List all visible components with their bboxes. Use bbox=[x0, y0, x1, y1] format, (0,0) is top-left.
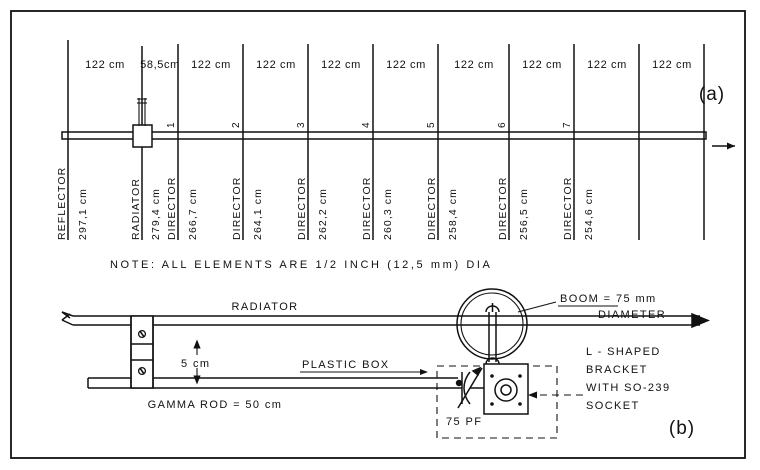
gap-label: 5 cm bbox=[181, 358, 210, 370]
spacing-label-8: 122 cm bbox=[587, 59, 627, 71]
boom-bar bbox=[61, 131, 707, 140]
element-length-director-6: 256,5 cm bbox=[518, 188, 530, 240]
element-length-director-1: 266,7 cm bbox=[187, 188, 199, 240]
bracket-label-line4: SOCKET bbox=[586, 400, 640, 412]
element-role-director-4: DIRECTOR bbox=[361, 177, 373, 240]
clamp-bolt-lower bbox=[137, 366, 147, 376]
panel-a: 122 cm 58,5cm 122 cm 122 cm 122 cm 122 c… bbox=[56, 40, 735, 240]
element-role-director-5: DIRECTOR bbox=[426, 177, 438, 240]
spacing-label-7: 122 cm bbox=[522, 59, 562, 71]
plastic-box-label: PLASTIC BOX bbox=[302, 359, 390, 371]
gap-dimension bbox=[193, 339, 201, 385]
element-length-director-4: 260,3 cm bbox=[382, 188, 394, 240]
element-length-director-5: 258,4 cm bbox=[447, 188, 459, 240]
element-length-reflector: 297,1 cm bbox=[77, 188, 89, 240]
director-number-4: 4 bbox=[361, 122, 372, 128]
element-rods bbox=[67, 40, 705, 240]
boom-cross-section bbox=[456, 288, 528, 360]
boom-direction-arrow bbox=[712, 142, 735, 150]
radiator-label: RADIATOR bbox=[231, 301, 298, 313]
l-bracket-stem bbox=[485, 303, 500, 362]
element-role-director-1: DIRECTOR bbox=[166, 177, 178, 240]
spacing-label-5: 122 cm bbox=[386, 59, 426, 71]
panel-a-id: (a) bbox=[699, 84, 725, 105]
gamma-clamps bbox=[130, 315, 154, 389]
gamma-rod-label: GAMMA ROD = 50 cm bbox=[148, 399, 283, 411]
director-number-5: 5 bbox=[426, 122, 437, 128]
spacing-label-3: 122 cm bbox=[256, 59, 296, 71]
element-length-director-2: 264,1 cm bbox=[252, 188, 264, 240]
spacing-label-1: 58,5cm bbox=[140, 59, 180, 71]
panel-b: 5 cm RADIATOR PLASTIC BOX GAMMA ROD = 50… bbox=[61, 288, 710, 439]
spacing-label-0: 122 cm bbox=[85, 59, 125, 71]
boom-label-line2: DIAMETER bbox=[598, 309, 666, 321]
capacitor-label: 75 PF bbox=[446, 416, 482, 428]
clamp-bolt-upper bbox=[137, 329, 147, 339]
spacing-label-9: 122 cm bbox=[652, 59, 692, 71]
element-role-radiator: RADIATOR bbox=[130, 178, 142, 240]
director-number-3: 3 bbox=[296, 122, 307, 128]
figure-border bbox=[10, 10, 746, 459]
element-role-reflector: REFLECTOR bbox=[56, 167, 68, 240]
spacing-label-6: 122 cm bbox=[454, 59, 494, 71]
spacing-label-4: 122 cm bbox=[321, 59, 361, 71]
element-role-director-6: DIRECTOR bbox=[497, 177, 509, 240]
director-number-6: 6 bbox=[497, 122, 508, 128]
element-length-director-3: 262,2 cm bbox=[317, 188, 329, 240]
elements-note: NOTE: ALL ELEMENTS ARE 1/2 INCH (12,5 mm… bbox=[110, 259, 493, 271]
element-role-director-7: DIRECTOR bbox=[562, 177, 574, 240]
boom-leader-line bbox=[517, 301, 557, 313]
radiator-tube bbox=[61, 311, 710, 329]
bracket-label-line1: L - SHAPED bbox=[586, 346, 661, 358]
spacing-label-2: 122 cm bbox=[191, 59, 231, 71]
element-length-director-7: 254,6 cm bbox=[583, 188, 595, 240]
element-role-director-3: DIRECTOR bbox=[296, 177, 308, 240]
so239-socket bbox=[483, 357, 529, 415]
director-number-2: 2 bbox=[231, 122, 242, 128]
director-number-1: 1 bbox=[166, 122, 177, 128]
element-length-radiator: 279,4 cm bbox=[150, 188, 162, 240]
bracket-label-line3: WITH SO-239 bbox=[586, 382, 670, 394]
bracket-label-line2: BRACKET bbox=[586, 364, 648, 376]
radiator-feed-stub bbox=[137, 98, 147, 126]
gamma-rod-junction bbox=[455, 379, 463, 387]
director-number-7: 7 bbox=[562, 122, 573, 128]
radiator-feed-box bbox=[132, 124, 153, 148]
panel-b-id: (b) bbox=[669, 418, 695, 439]
element-role-director-2: DIRECTOR bbox=[231, 177, 243, 240]
boom-label-line1: BOOM = 75 mm bbox=[560, 293, 657, 305]
